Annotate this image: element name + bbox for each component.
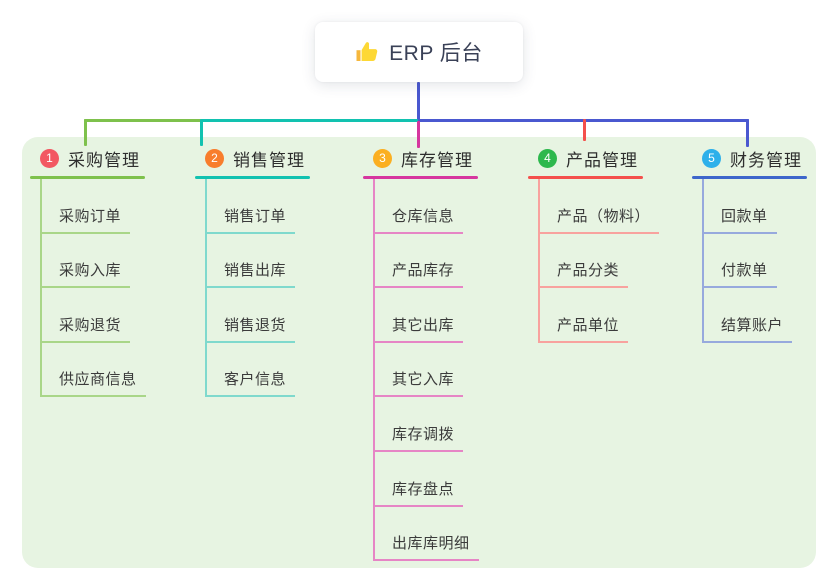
child-node[interactable]: 回款单 [704,205,777,234]
child-row: 库存调拨 [375,397,479,452]
connector-horizontal-purchase [84,119,202,122]
branch-product-children: 产品（物料） 产品分类 产品单位 [538,179,660,343]
branch-product: 4 产品管理 产品（物料） 产品分类 产品单位 [528,145,660,343]
child-node[interactable]: 其它入库 [375,368,464,398]
child-row: 销售订单 [207,179,310,234]
branch-finance: 5 财务管理 回款单 付款单 结算账户 [692,145,807,343]
branch-finance-underline [692,176,807,179]
branch-number-badge: 2 [205,149,224,168]
branch-sales-underline [195,176,310,179]
child-node[interactable]: 产品库存 [375,259,464,289]
child-row: 采购入库 [42,234,146,289]
branch-product-node[interactable]: 4 产品管理 [528,145,659,172]
child-row: 产品（物料） [540,179,660,234]
branch-inventory-label: 库存管理 [401,151,473,170]
child-node[interactable]: 仓库信息 [375,205,464,234]
branch-purchase-node[interactable]: 1 采购管理 [30,145,146,172]
child-node[interactable]: 库存调拨 [375,423,464,452]
connector-drop-purchase [84,119,87,146]
child-row: 产品分类 [540,234,659,289]
branch-inventory-children: 仓库信息 产品库存 其它出库 其它入库 库存调拨 库存盘点 出库库明细 [373,179,479,562]
child-node[interactable]: 采购订单 [42,205,131,234]
child-row: 其它出库 [375,288,479,343]
branch-sales: 2 销售管理 销售订单 销售出库 销售退货 客户信息 [195,145,310,398]
child-row: 出库库明细 [375,507,479,562]
connector-drop-inventory [417,121,420,148]
child-row: 产品单位 [540,288,659,343]
child-row: 付款单 [704,234,807,289]
branch-sales-children: 销售订单 销售出库 销售退货 客户信息 [205,179,310,398]
child-row: 销售退货 [207,288,310,343]
child-node[interactable]: 客户信息 [207,368,296,398]
branch-finance-children: 回款单 付款单 结算账户 [702,179,807,343]
child-node[interactable]: 结算账户 [704,314,793,343]
thumbs-up-icon [356,42,378,61]
child-node[interactable]: 产品分类 [540,259,629,289]
child-node[interactable]: 产品单位 [540,314,629,343]
branch-product-label: 产品管理 [566,151,638,170]
branch-inventory: 3 库存管理 仓库信息 产品库存 其它出库 其它入库 库存调拨 库存盘点 出库库… [363,145,479,562]
branch-number-badge: 5 [702,149,721,168]
branch-inventory-underline [363,176,478,179]
connector-drop-sales [200,119,203,146]
branch-inventory-node[interactable]: 3 库存管理 [363,145,479,172]
connector-root-vertical [417,82,420,121]
branch-purchase: 1 采购管理 采购订单 采购入库 采购退货 供应商信息 [30,145,146,398]
child-node[interactable]: 采购入库 [42,259,131,289]
child-node[interactable]: 出库库明细 [375,532,479,562]
child-row: 销售出库 [207,234,310,289]
branch-product-underline [528,176,643,179]
branches-panel [22,137,816,568]
child-row: 产品库存 [375,234,479,289]
root-node[interactable]: ERP 后台 [315,22,523,82]
branch-purchase-label: 采购管理 [68,151,140,170]
branch-purchase-underline [30,176,145,179]
child-row: 仓库信息 [375,179,479,234]
root-node-label: ERP 后台 [389,42,483,65]
child-row: 供应商信息 [42,343,146,398]
branch-number-badge: 1 [40,149,59,168]
child-node[interactable]: 付款单 [704,259,777,289]
child-node[interactable]: 采购退货 [42,314,131,343]
child-node[interactable]: 库存盘点 [375,478,464,507]
child-row: 库存盘点 [375,452,479,507]
branch-finance-node[interactable]: 5 财务管理 [692,145,807,172]
connector-horizontal-sales [201,119,418,122]
child-row: 结算账户 [704,288,807,343]
branch-purchase-children: 采购订单 采购入库 采购退货 供应商信息 [40,179,146,398]
child-node[interactable]: 产品（物料） [540,205,660,234]
connector-drop-finance [746,119,749,147]
child-node[interactable]: 销售退货 [207,314,296,343]
child-row: 采购订单 [42,179,146,234]
branch-sales-node[interactable]: 2 销售管理 [195,145,310,172]
connector-drop-product [583,119,586,141]
branch-sales-label: 销售管理 [233,151,305,170]
branch-number-badge: 4 [538,149,557,168]
branch-number-badge: 3 [373,149,392,168]
child-row: 客户信息 [207,343,310,398]
child-row: 采购退货 [42,288,146,343]
child-node[interactable]: 销售订单 [207,205,296,234]
branch-finance-label: 财务管理 [730,151,802,170]
child-row: 回款单 [704,179,807,234]
child-row: 其它入库 [375,343,479,398]
child-node[interactable]: 其它出库 [375,314,464,343]
child-node[interactable]: 销售出库 [207,259,296,289]
child-node[interactable]: 供应商信息 [42,368,146,398]
